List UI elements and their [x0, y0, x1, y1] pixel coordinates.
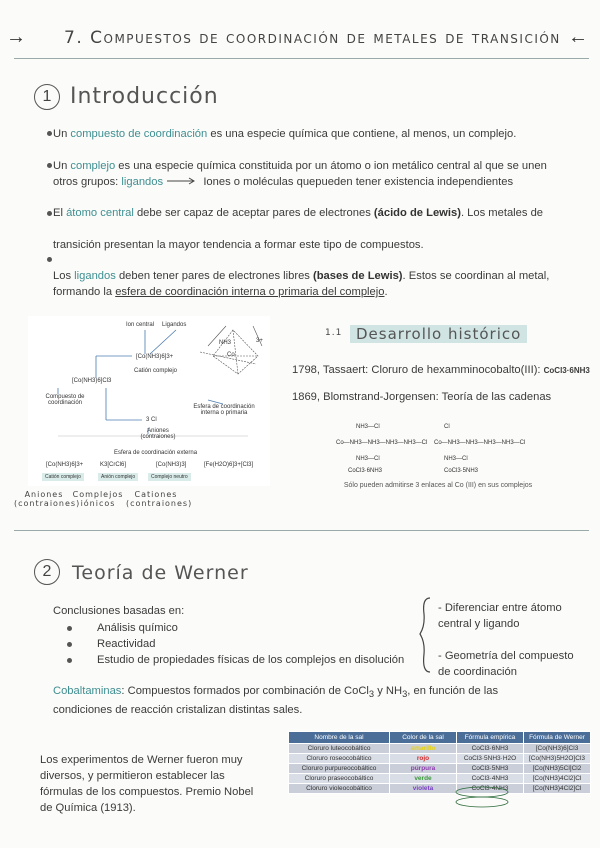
table-cell-werner: [Co(NH3)4Cl2]Cl [523, 773, 591, 784]
label-esfera-externa: Esfera de coordinación externa [114, 450, 198, 456]
conclusiones-label: Conclusiones basadas en: [53, 605, 185, 617]
paragraph-ligandos: Los ligandos deben tener pares de electr… [53, 270, 550, 298]
section-number-2: 2 [34, 559, 60, 585]
table-cell-werner: [Co(NH3)4Cl2]Cl [523, 783, 591, 794]
paragraph-compuesto: Un compuesto de coordinación es una espe… [53, 128, 517, 140]
chain-caption: Sólo pueden admitirse 3 enlaces al Co (I… [343, 482, 533, 489]
table-cell-werner: [Co(NH3)5H2O]Cl3 [523, 753, 591, 764]
section-number-1: 1 [34, 84, 60, 110]
bullet [47, 163, 52, 168]
table-header: Fórmula de Werner [523, 731, 591, 744]
chain-theory-diagram: NH3—Cl Co—NH3—NH3—NH3—NH3—Cl NH3—Cl CoCl… [336, 420, 532, 478]
table-cell-color: violeta [389, 783, 457, 794]
side-note-2: - Geometría del compuesto de coordinació… [438, 650, 574, 678]
pill-anion: Anión complejo [98, 473, 139, 481]
pill-cation: Catión complejo [42, 473, 84, 481]
table-cell-name: Cloruro roseocobáltico [288, 753, 390, 764]
label-ion-central: Ion central [126, 322, 155, 328]
bullet [67, 658, 72, 663]
list-item: Estudio de propiedades físicas de los co… [97, 654, 405, 666]
historia-line2: 1869, Blomstrand-Jorgensen: Teoría de la… [292, 391, 552, 403]
example-2: K3[CrCl6] [100, 462, 127, 468]
chain-2: Co—NH3—NH3—NH3—NH3—Cl [434, 440, 526, 446]
table-cell-emp: CoCl3·6NH3 [456, 743, 524, 754]
label-compuesto-coordinacion: Compuesto de coordinación [45, 394, 85, 406]
label-charge: 3+ [256, 338, 263, 344]
chain-label: NH3—Cl [444, 456, 468, 462]
table-cell-werner: [Co(NH3)5Cl]Cl2 [523, 763, 591, 774]
label-complex-ion: [Co(NH3)6]3+ [136, 354, 174, 360]
table-cell-color: verde [389, 773, 457, 784]
side-note-1: - Diferenciar entre átomo central y liga… [438, 602, 562, 630]
formula-1: CoCl3·6NH3 [348, 468, 383, 474]
table-header: Nombre de la sal [288, 731, 390, 744]
bullet [47, 131, 52, 136]
table-cell-color: amarillo [389, 743, 457, 754]
chain-label: NH3—Cl [356, 456, 380, 462]
page-title: 7. Compuestos de coordinación de metales… [64, 28, 561, 48]
complex-structure-diagram: Ion central Ligandos [Co(NH3)6]3+ Catión… [28, 316, 270, 486]
example-3: [Co(NH3)3] [156, 462, 187, 468]
salts-table: Nombre de la sal Color de la sal Fórmula… [288, 731, 591, 794]
table-cell-name: Cloruro praseocobáltico [288, 773, 390, 784]
list-item: Análisis químico [97, 622, 178, 634]
arrow-right-icon: → [6, 26, 26, 48]
table-header: Fórmula empírica [456, 731, 524, 744]
example-4: [Fe(H2O)6]3+[Cl3] [204, 462, 254, 468]
table-cell-color: púrpura [389, 763, 457, 774]
list-item: Reactividad [97, 638, 156, 650]
section-heading-werner: Teoría de Werner [72, 562, 249, 584]
table-cell-name: Cloruro luteocobáltico [288, 743, 390, 754]
bullet [67, 626, 72, 631]
table-header: Color de la sal [389, 731, 457, 744]
table-cell-name: Cloruro purpureocobáltico [288, 763, 390, 774]
title-divider [14, 58, 589, 59]
label-nh3: NH3 [219, 340, 232, 346]
label-esfera-interna: Esfera de coordinación interna o primari… [193, 404, 255, 416]
table-cell-name: Cloruro violeocobáltico [288, 783, 390, 794]
label-salt: [Co(NH3)6]Cl3 [72, 378, 112, 384]
hand-note-cationes: Cationes (contraiones) [126, 490, 193, 508]
table-cell-werner: [Co(NH3)6]Cl3 [523, 743, 591, 754]
paragraph-cobaltaminas: Cobaltaminas: Compuestos formados por co… [53, 685, 499, 717]
chain-1: Co—NH3—NH3—NH3—NH3—Cl [336, 440, 428, 446]
label-3cl: 3 Cl [146, 417, 157, 423]
paragraph-atomo-central-line2: transición presentan la mayor tendencia … [53, 239, 424, 251]
label-ligandos: Ligandos [162, 322, 187, 328]
paragraph-complejo: Un complejo es una especie química const… [53, 160, 547, 190]
arrow-icon [166, 174, 200, 190]
subsection-number: 1.1 [325, 328, 343, 338]
bullet [47, 257, 52, 262]
hand-note-complejos: Complejos iónicos [72, 490, 124, 508]
historia-line1: 1798, Tassaert: Cloruro de hexamminocoba… [292, 364, 590, 376]
label-catión-complejo: Catión complejo [134, 368, 178, 374]
label-aniones: Aniones (contraiones) [140, 428, 176, 440]
hand-note-aniones: Aniones (contraiones) [14, 490, 81, 508]
chain-label: NH3—Cl [356, 424, 380, 430]
bullet [47, 211, 52, 216]
pill-neutral: Complejo neutro [148, 473, 191, 481]
paragraph-atomo-central: El átomo central debe ser capaz de acept… [53, 207, 544, 219]
table-cell-color: rojo [389, 753, 457, 764]
paragraph-experimentos: Los experimentos de Werner fueron muy di… [40, 754, 254, 814]
section-divider [14, 530, 589, 531]
label-co: Co [227, 352, 235, 358]
arrow-left-icon: ← [568, 26, 588, 48]
formula-2: CoCl3·5NH3 [444, 468, 479, 474]
table-cell-emp: CoCl3·5NH3 [456, 763, 524, 774]
subsection-heading: Desarrollo histórico [350, 325, 528, 343]
chain-label-cl: Cl [444, 424, 450, 430]
brace-icon [419, 597, 431, 673]
example-1: [Co(NH3)6]3+ [46, 462, 84, 468]
highlight-circles [455, 786, 509, 808]
table-cell-emp: CoCl3·5NH3·H2O [456, 753, 524, 764]
table-cell-emp: CoCl3·4NH3 [456, 773, 524, 784]
bullet [67, 642, 72, 647]
section-heading-intro: Introducción [70, 84, 219, 109]
